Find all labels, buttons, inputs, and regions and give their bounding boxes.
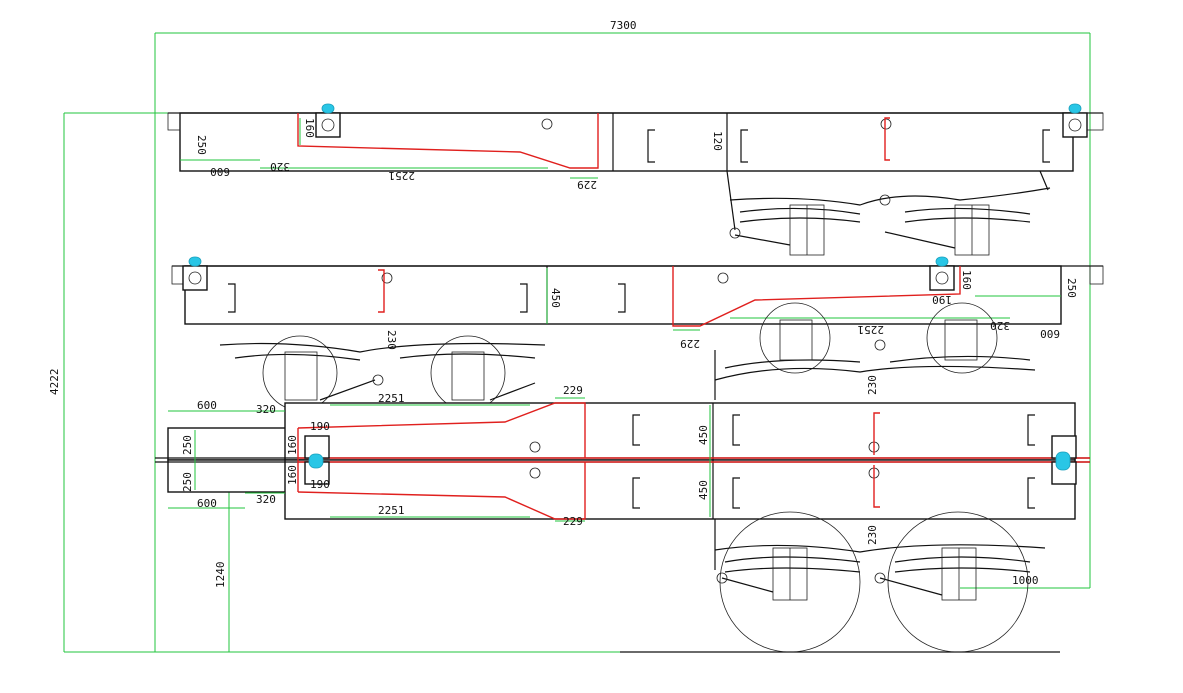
bot-dim-230-upper: 230 (866, 525, 879, 545)
bottom-chassis: 600 320 2251 229 190 250 160 450 230 600… (155, 375, 1090, 545)
mid-dim-450: 450 (549, 288, 562, 308)
bot-dim-250-lower: 250 (181, 472, 194, 492)
bot-dim-320-upper: 320 (256, 403, 276, 416)
bottom-gooseneck-lower (297, 462, 586, 520)
mid-dim-190: 190 (932, 293, 952, 306)
top-dim-250: 250 (195, 135, 208, 155)
bottom-suspension (714, 511, 1046, 653)
top-dim-160: 160 (303, 118, 316, 138)
bot-dim-2251-upper: 2251 (378, 392, 405, 405)
twistlock-icon (308, 453, 324, 469)
mid-dim-230: 230 (385, 330, 398, 350)
bot-dim-600-lower: 600 (197, 497, 217, 510)
top-dim-229: 229 (577, 178, 597, 191)
bot-dim-190-upper: 190 (310, 420, 330, 433)
dim-7300: 7300 (610, 19, 637, 32)
overall-height-dimension: 4222 (48, 112, 620, 653)
bot-dim-229-upper: 229 (563, 384, 583, 397)
top-suspension (726, 170, 1051, 256)
bot-dim-600-upper: 600 (197, 399, 217, 412)
rear-overhang-dimension: 1000 (960, 574, 1090, 589)
top-dim-2251: 2251 (389, 169, 416, 182)
top-chassis: 250 160 120 600 320 2251 229 (167, 103, 1104, 191)
twistlock-icon (188, 256, 202, 267)
middle-chassis: 450 250 160 600 320 2251 229 190 230 (171, 256, 1104, 350)
middle-suspension-right (714, 302, 1036, 400)
mid-dim-250: 250 (1065, 278, 1078, 298)
dim-1000: 1000 (1012, 574, 1039, 587)
middle-gooseneck-outline (672, 266, 961, 327)
middle-suspension-left (219, 335, 546, 411)
bot-dim-320-lower: 320 (256, 493, 276, 506)
top-dim-120: 120 (711, 131, 724, 151)
bottom-gooseneck-upper (297, 402, 586, 458)
bot-dim-450-lower: 450 (697, 480, 710, 500)
overall-length-dimension: 7300 (154, 19, 1091, 652)
dim-4222: 4222 (48, 369, 61, 396)
mid-dim-2251: 2251 (858, 323, 885, 336)
bot-dim-450-upper: 450 (697, 425, 710, 445)
bot-dim-250-upper: 250 (181, 435, 194, 455)
mid-dim-600: 600 (1040, 327, 1060, 340)
twistlock-icon (321, 103, 335, 114)
bot-dim-160-lower: 160 (286, 465, 299, 485)
mid-dim-160: 160 (960, 270, 973, 290)
dim-1240: 1240 (214, 562, 227, 589)
bot-dim-190-lower: 190 (310, 478, 330, 491)
mid-dim-320: 320 (990, 319, 1010, 332)
twistlock-icon (935, 256, 949, 267)
top-dim-600: 600 (210, 165, 230, 178)
twistlock-icon (1068, 103, 1082, 114)
bot-dim-160-upper: 160 (286, 435, 299, 455)
twistlock-icon (1055, 451, 1071, 471)
bot-dim-229-lower: 229 (563, 515, 583, 528)
mid-dim-229: 229 (680, 337, 700, 350)
bot-dim-230-lower: 230 (866, 375, 879, 395)
bot-dim-2251-lower: 2251 (378, 504, 405, 517)
top-dim-320: 320 (270, 160, 290, 173)
top-gooseneck-outline (297, 113, 599, 169)
rear-height-dimension: 1240 (214, 492, 230, 652)
